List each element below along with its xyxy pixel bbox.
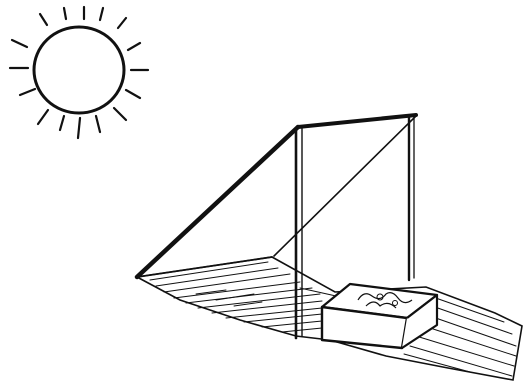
box (322, 284, 437, 348)
sun-icon (10, 7, 148, 138)
